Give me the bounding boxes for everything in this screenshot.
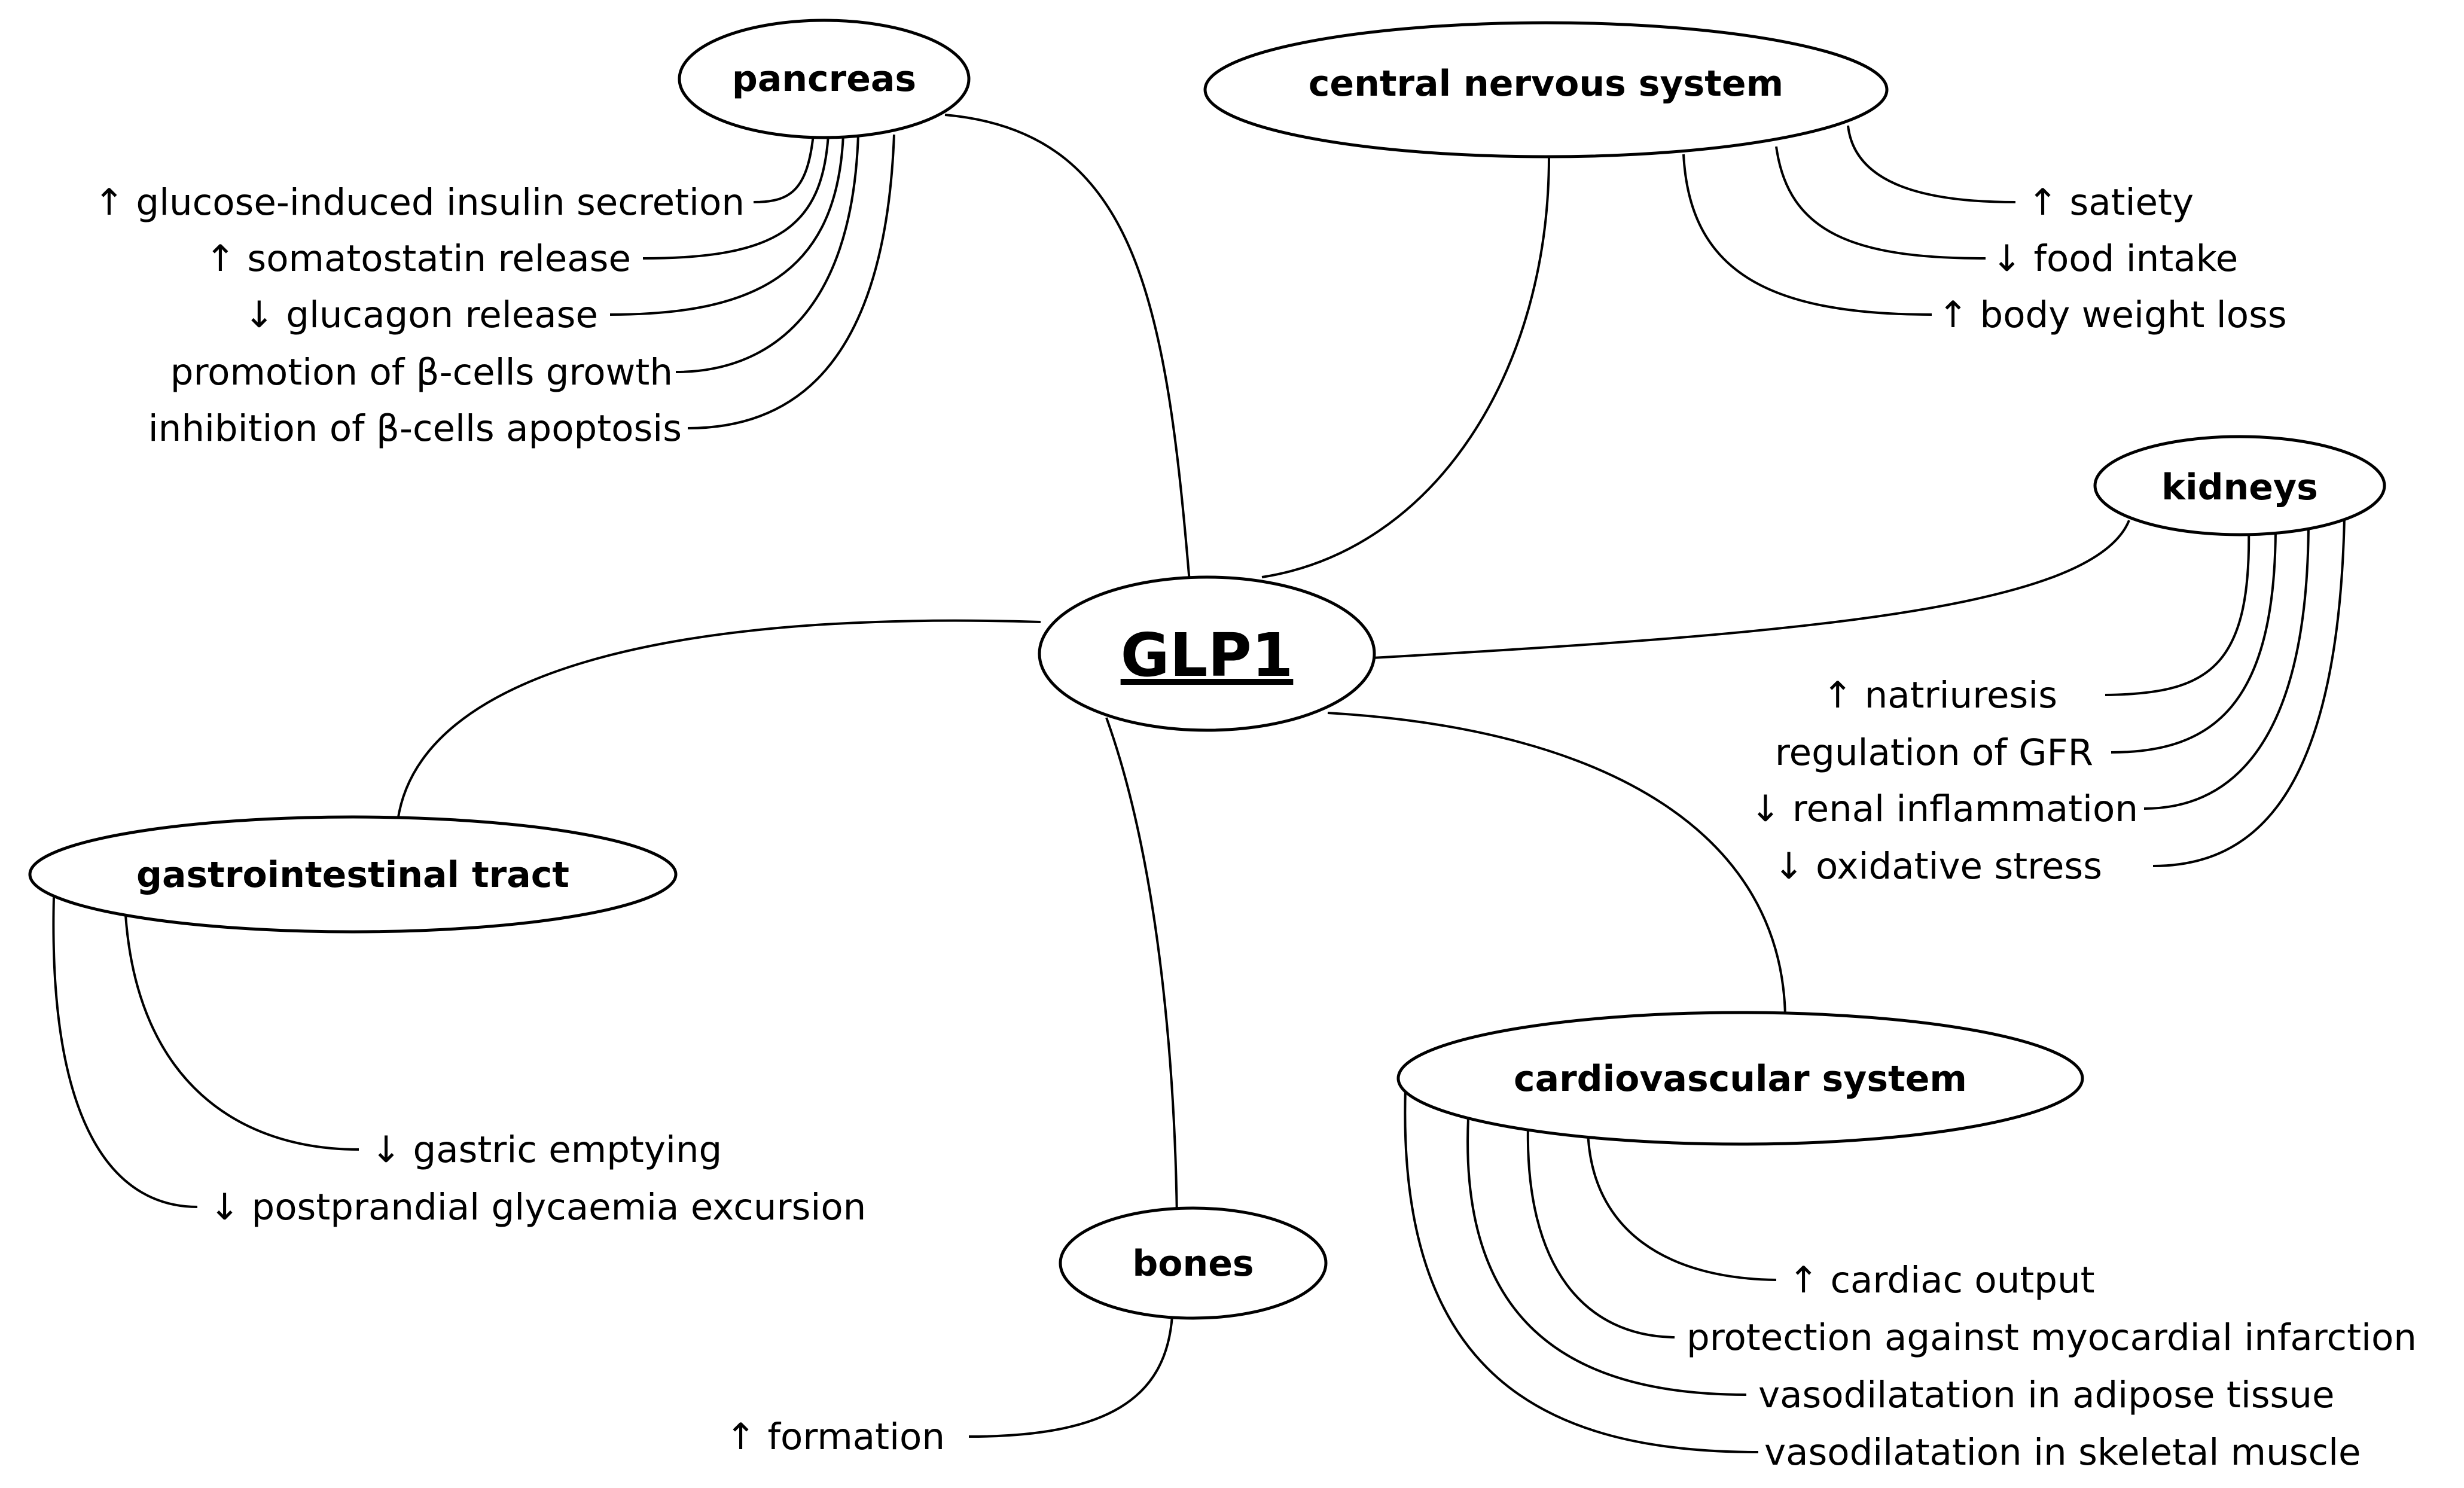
node-glp1: GLP1 [1038, 575, 1376, 732]
node-kidneys: kidneys [2093, 435, 2386, 536]
pancreas-effects: ↑ glucose-induced insulin secretion ↑ so… [94, 181, 745, 450]
cns-label: central nervous system [1309, 63, 1783, 105]
edge-glp1-cns [1261, 156, 1550, 578]
gi-effects: ↓ gastric emptying ↓ postprandial glycae… [209, 1129, 866, 1228]
edge-cardio-effect-2 [1526, 1125, 1675, 1338]
edge-cns-effect-3 [1682, 154, 1932, 316]
edge-pancreas-effect-1 [753, 134, 815, 203]
edge-glp1-gi [397, 619, 1041, 821]
edge-gi-effect-1 [124, 914, 359, 1151]
gi-effect-2: ↓ postprandial glycaemia excursion [209, 1186, 866, 1228]
gi-label: gastrointestinal tract [136, 854, 569, 896]
kidneys-effect-3: ↓ renal inflammation [1750, 788, 2138, 830]
edge-cns-effect-1 [1847, 125, 2016, 203]
gi-connectors [52, 897, 359, 1208]
pancreas-effect-4: promotion of β-cells growth [170, 351, 673, 394]
edge-kidneys-effect-3 [2143, 520, 2310, 810]
node-cns: central nervous system [1203, 21, 1889, 158]
edge-cardio-effect-4 [1404, 1088, 1759, 1453]
cardio-connectors [1404, 1088, 1777, 1453]
cardio-effect-3: vasodilatation in adipose tissue [1758, 1374, 2335, 1416]
cns-connectors [1682, 125, 2016, 316]
kidneys-effect-2: regulation of GFR [1775, 731, 2093, 774]
pancreas-connectors [609, 134, 895, 429]
hub-connectors [397, 114, 2130, 1221]
cardio-ellipse [1396, 1011, 2084, 1146]
kidneys-connectors [2105, 517, 2346, 867]
bones-connectors [968, 1315, 1173, 1438]
edge-cardio-effect-3 [1466, 1118, 1747, 1396]
kidneys-label: kidneys [2161, 466, 2318, 508]
edge-glp1-bones [1105, 717, 1178, 1221]
cardio-effect-4: vasodilatation in skeletal muscle [1764, 1431, 2361, 1474]
edge-pancreas-effect-5 [687, 134, 895, 429]
edge-pancreas-effect-3 [609, 134, 844, 316]
pancreas-effect-2: ↑ somatostatin release [205, 237, 631, 280]
pancreas-effect-5: inhibition of β-cells apoptosis [148, 407, 682, 450]
node-pancreas: pancreas [678, 19, 971, 139]
edge-glp1-pancreas [944, 114, 1191, 590]
cns-effect-3: ↑ body weight loss [1938, 294, 2287, 336]
cns-effects: ↑ satiety ↓ food intake ↑ body weight lo… [1938, 181, 2287, 336]
cns-effect-1: ↑ satiety [2027, 181, 2194, 224]
pancreas-ellipse [678, 19, 971, 139]
edge-glp1-cardio [1327, 712, 1786, 1017]
edge-cardio-effect-1 [1587, 1130, 1777, 1281]
edge-pancreas-effect-2 [642, 134, 830, 260]
edge-cns-effect-2 [1775, 146, 1986, 260]
cns-effect-2: ↓ food intake [1992, 237, 2238, 280]
cardio-effects: ↑ cardiac output protection against myoc… [1687, 1259, 2417, 1474]
edge-kidneys-effect-4 [2152, 517, 2346, 867]
kidneys-effect-1: ↑ natriuresis [1822, 674, 2057, 716]
bones-effect-1: ↑ formation [725, 1416, 945, 1458]
bones-ellipse [1059, 1206, 1328, 1320]
edge-pancreas-effect-4 [675, 134, 859, 373]
edge-kidneys-effect-1 [2105, 526, 2250, 696]
cardio-label: cardiovascular system [1514, 1058, 1967, 1100]
pancreas-effect-1: ↑ glucose-induced insulin secretion [94, 181, 745, 224]
node-cardio: cardiovascular system [1396, 1011, 2084, 1146]
bones-label: bones [1132, 1243, 1254, 1285]
pancreas-label: pancreas [732, 58, 916, 100]
glp1-label: GLP1 [1121, 620, 1294, 690]
kidneys-ellipse [2093, 435, 2386, 536]
edge-kidneys-effect-2 [2111, 526, 2277, 754]
edge-glp1-kidneys [1372, 520, 2130, 659]
kidneys-effects: ↑ natriuresis regulation of GFR ↓ renal … [1750, 674, 2138, 888]
gi-ellipse [28, 815, 678, 934]
cns-ellipse [1203, 21, 1889, 158]
cardio-effect-1: ↑ cardiac output [1788, 1259, 2095, 1301]
node-gi: gastrointestinal tract [28, 815, 678, 934]
kidneys-effect-4: ↓ oxidative stress [1773, 845, 2102, 888]
cardio-effect-2: protection against myocardial infarction [1687, 1316, 2417, 1359]
edge-gi-effect-2 [52, 897, 198, 1208]
glp1-ellipse [1038, 575, 1376, 732]
edge-bones-effect-1 [968, 1315, 1173, 1438]
bones-effects: ↑ formation [725, 1416, 945, 1458]
node-bones: bones [1059, 1206, 1328, 1320]
pancreas-effect-3: ↓ glucagon release [244, 294, 598, 336]
gi-effect-1: ↓ gastric emptying [371, 1129, 722, 1171]
